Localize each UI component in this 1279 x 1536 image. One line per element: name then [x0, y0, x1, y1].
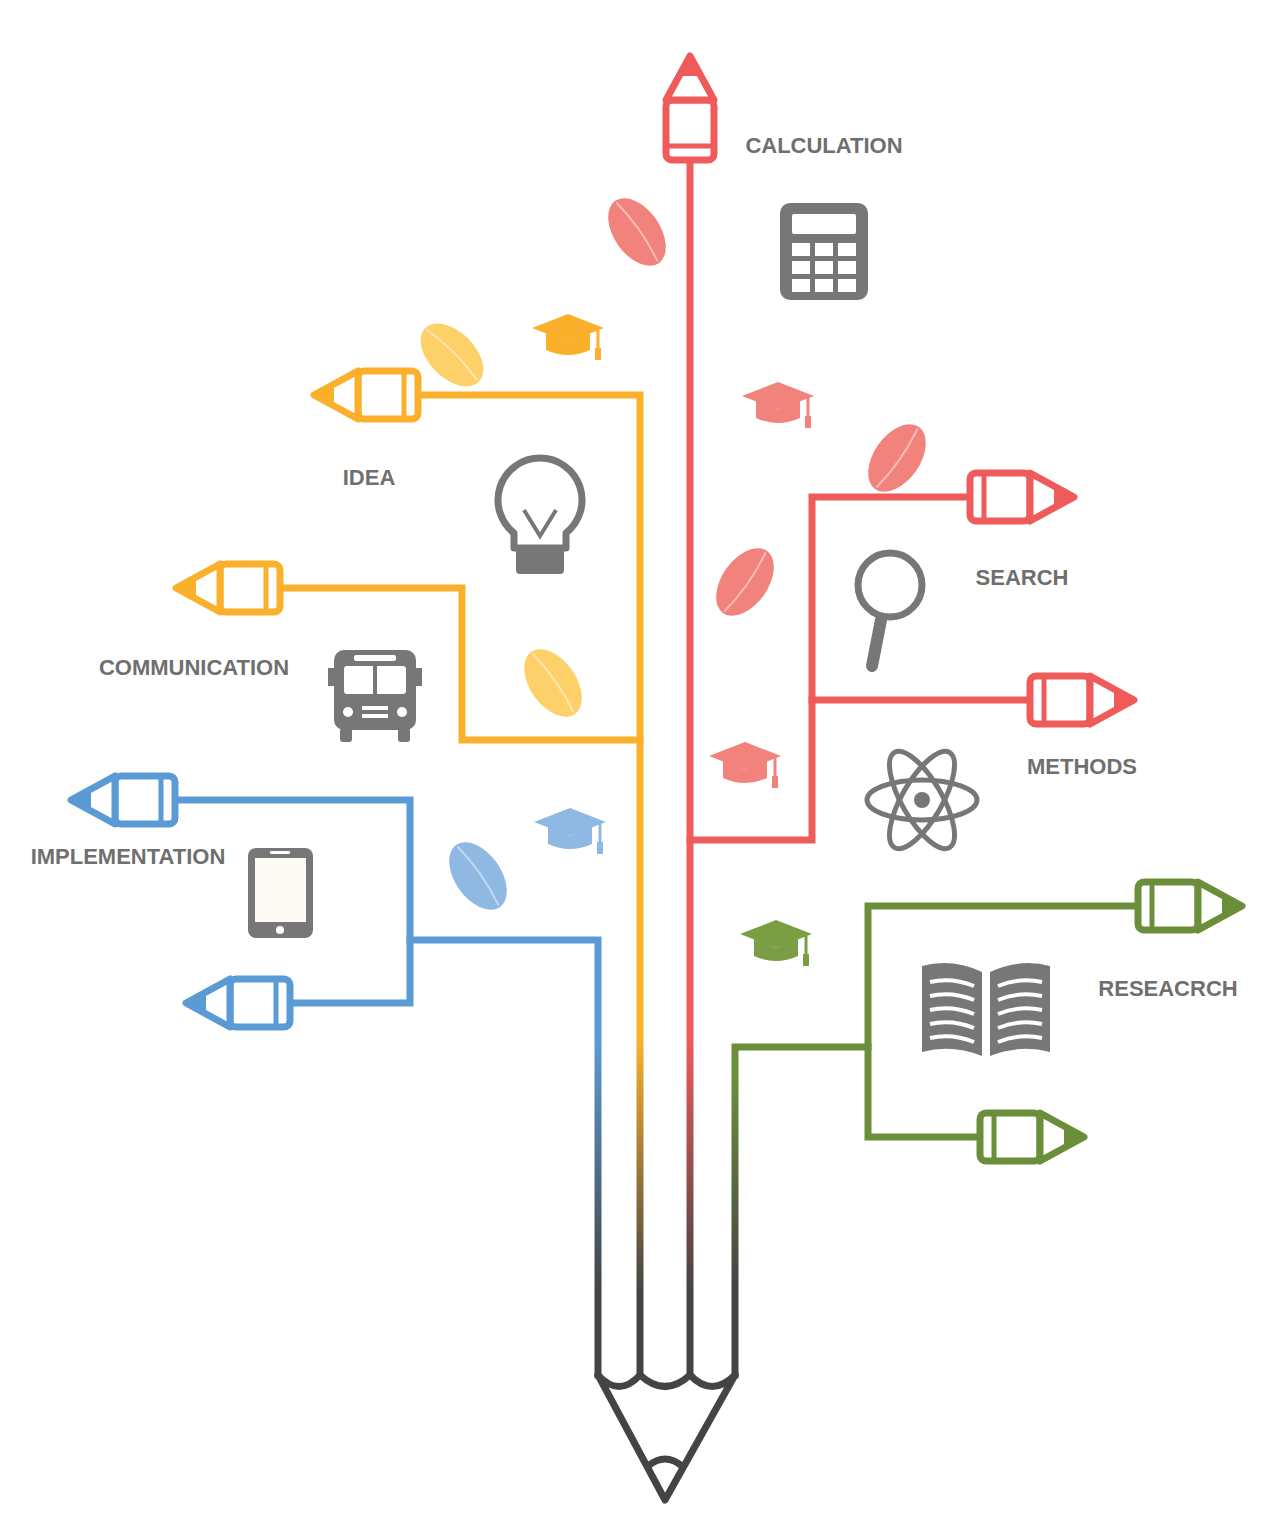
branch-lines — [175, 160, 1138, 1375]
branch-label: CALCULATION — [745, 134, 902, 158]
branch-label: RESEACRCH — [1098, 977, 1237, 1001]
branch-label: IMPLEMENTATION — [31, 845, 226, 869]
branch-label: IDEA — [343, 466, 396, 490]
book-icon — [922, 963, 1050, 1056]
magnifier-icon — [858, 553, 922, 666]
branch-pencils — [71, 56, 1242, 1161]
branch-label: METHODS — [1027, 755, 1137, 779]
bus-icon — [328, 650, 422, 742]
branch-label: SEARCH — [976, 566, 1069, 590]
tablet-icon — [248, 848, 313, 938]
pencil-tip — [598, 1375, 735, 1500]
atom-icon — [867, 742, 977, 857]
leaves — [409, 188, 938, 921]
calculator-icon — [780, 203, 868, 300]
graduation-caps — [532, 314, 814, 966]
branch-label: COMMUNICATION — [99, 656, 289, 680]
lightbulb-icon — [498, 458, 582, 574]
